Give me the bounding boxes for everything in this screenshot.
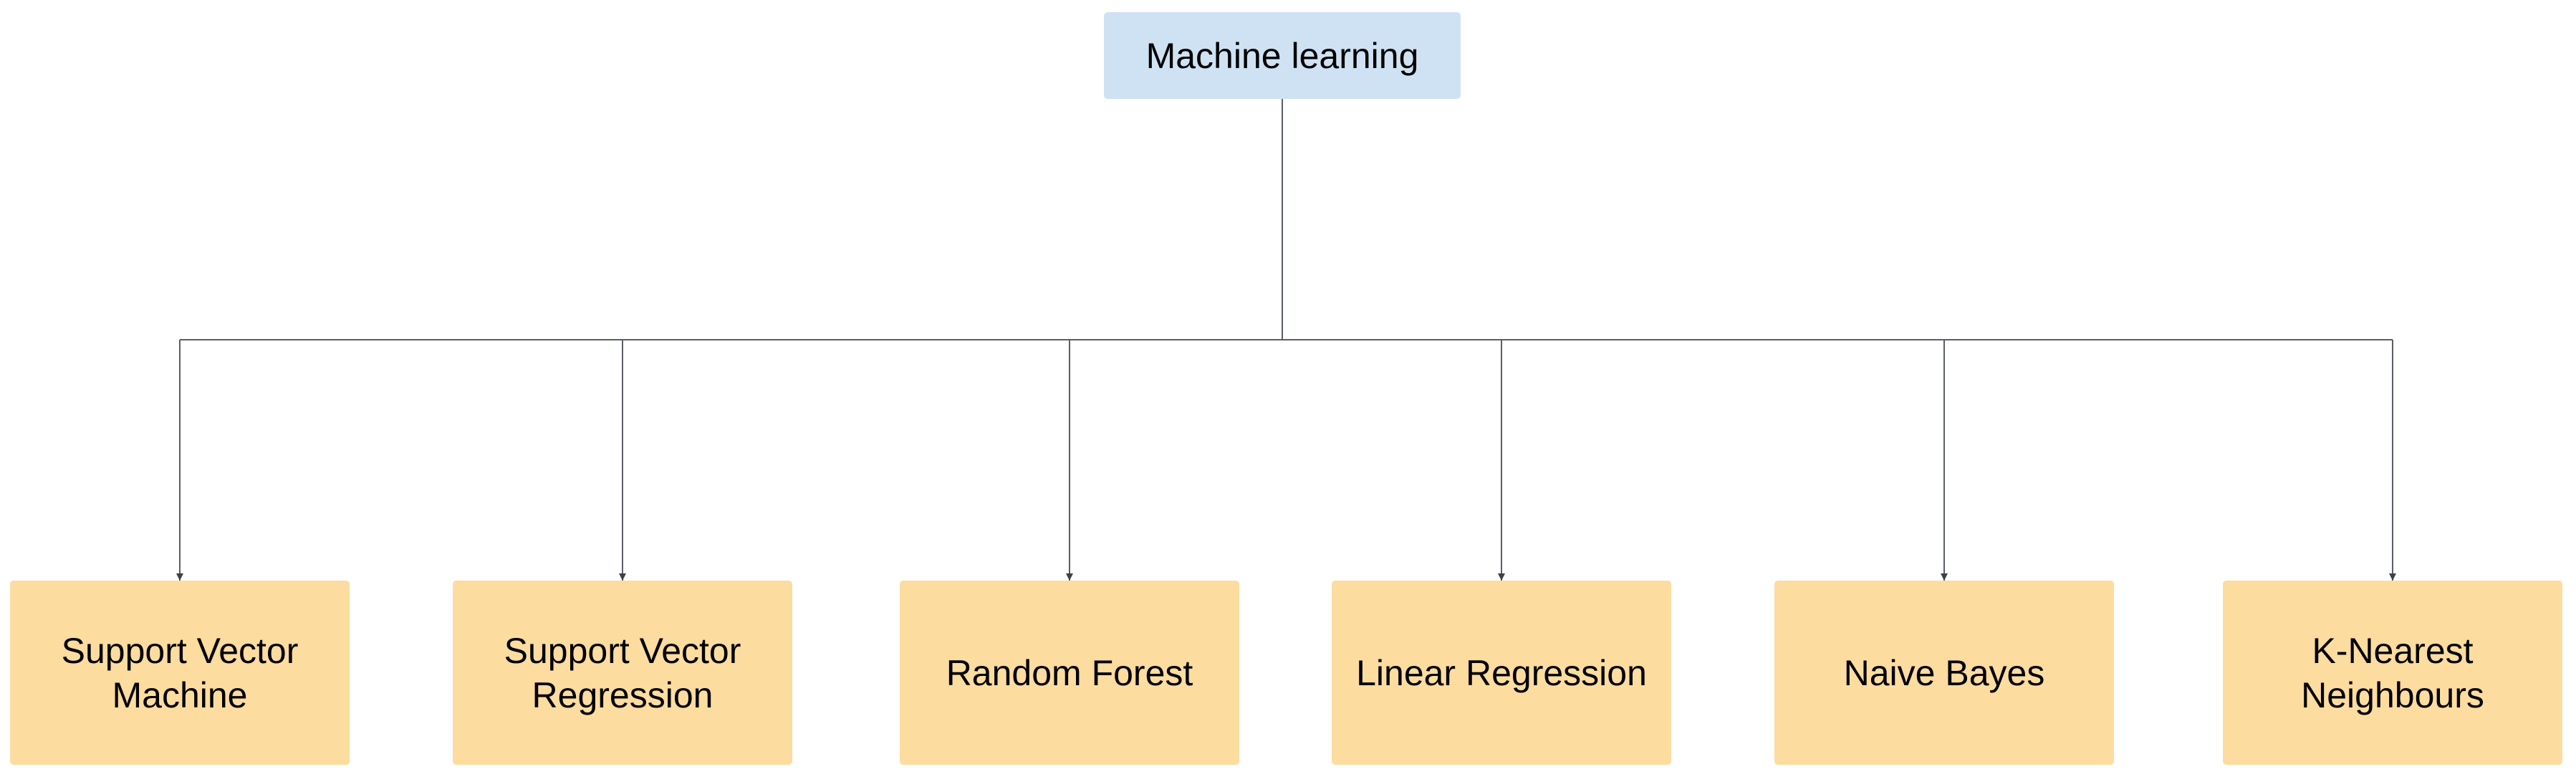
- root-node-label: Machine learning: [1145, 35, 1419, 76]
- child-node-label: Support Vector Machine: [61, 630, 299, 715]
- child-node-linear-regression: Linear Regression: [1332, 581, 1671, 765]
- child-node-random-forest: Random Forest: [900, 581, 1239, 765]
- child-node-label: Random Forest: [946, 652, 1193, 693]
- root-node-machine-learning: Machine learning: [1104, 12, 1461, 99]
- child-node-k-nearest-neighbours: K-Nearest Neighbours: [2223, 581, 2562, 765]
- child-node-label: Support Vector Regression: [504, 630, 741, 715]
- child-node-label: K-Nearest Neighbours: [2301, 630, 2484, 715]
- child-node-support-vector-machine: Support Vector Machine: [10, 581, 350, 765]
- child-node-label: Naive Bayes: [1843, 652, 2045, 693]
- child-node-label: Linear Regression: [1356, 652, 1647, 693]
- child-node-naive-bayes: Naive Bayes: [1774, 581, 2114, 765]
- child-node-support-vector-regression: Support Vector Regression: [453, 581, 792, 765]
